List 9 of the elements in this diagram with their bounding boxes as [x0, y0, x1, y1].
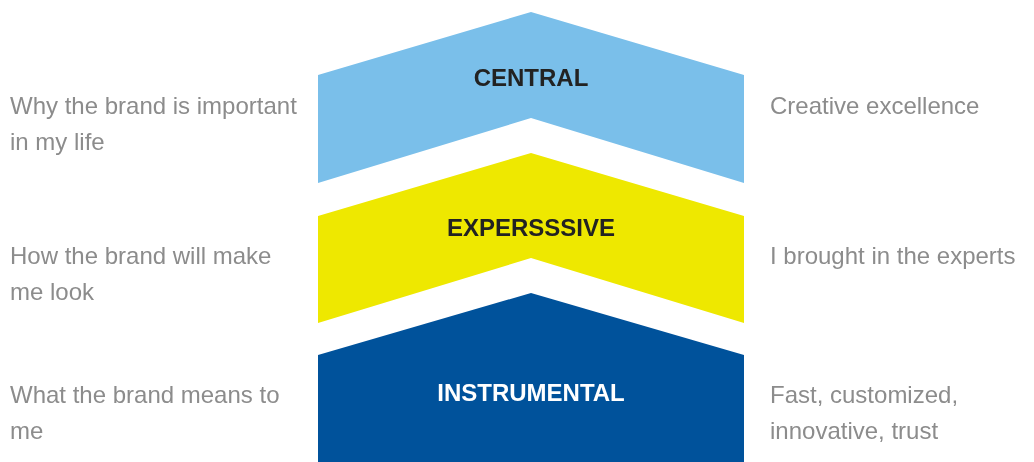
level-description: What the brand means to me: [10, 380, 281, 446]
level-title: INSTRUMENTAL: [437, 379, 625, 407]
level-example: I brought in the experts: [770, 241, 1017, 271]
level-description: Why the brand is important in my life: [10, 91, 298, 157]
level-example: Fast, customized, innovative, trust: [770, 380, 960, 446]
level-title: CENTRAL: [473, 64, 589, 92]
level-title: EXPERSSSIVE: [446, 214, 616, 242]
level-description: How the brand will make me look: [10, 241, 273, 307]
level-example: Creative excellence: [770, 91, 981, 121]
